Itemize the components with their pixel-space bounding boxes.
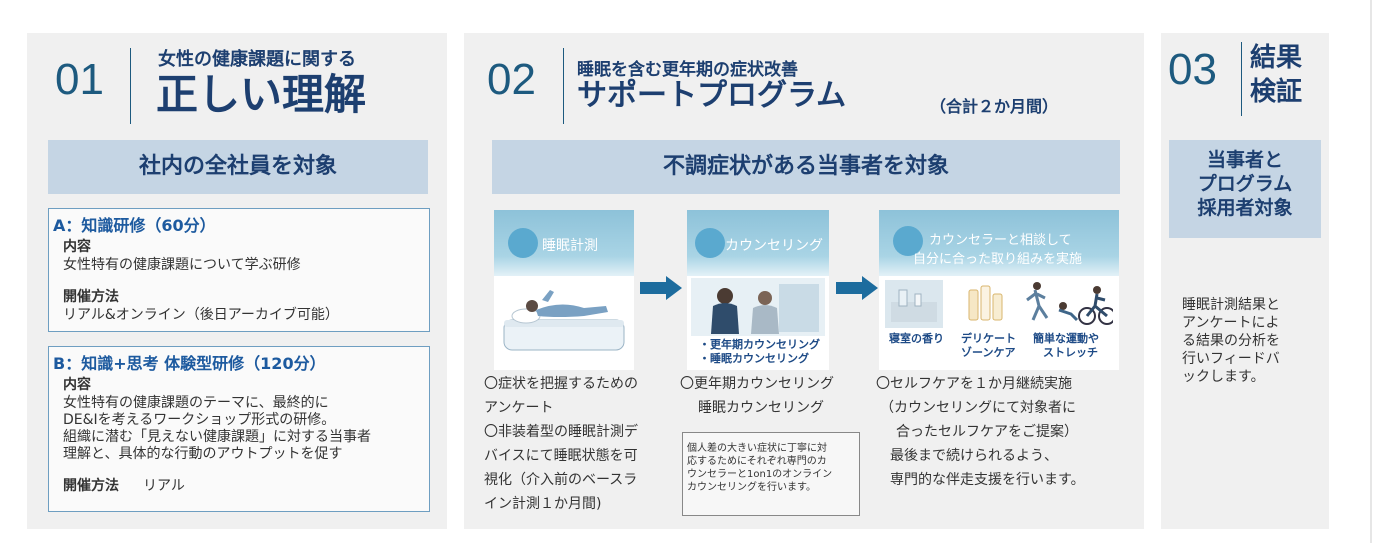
- training-a-heading: A：知識研修（60分）: [53, 216, 216, 235]
- desc-line: 〇セルフケアを１か月継続実施: [876, 376, 1072, 392]
- training-a-content-label: 内容: [63, 239, 91, 255]
- training-b-content-line: DE&Iを考えるワークショップ形式の研修。: [63, 412, 336, 428]
- section-01-number: 01: [55, 55, 104, 104]
- delicate-care-label: デリケート: [961, 332, 1016, 345]
- section-03-title-line: 検証: [1250, 77, 1303, 107]
- section-02-target-band: 不調症状がある当事者を対象: [492, 140, 1120, 194]
- note-line: 応するためにそれぞれ専門のカ: [687, 456, 827, 467]
- desc-line: イン計測１か月間): [484, 496, 602, 512]
- self-care-circle-icon: [893, 226, 923, 256]
- training-b-content-label: 内容: [63, 377, 91, 393]
- desc-line: 合ったセルフケアをご提案）: [896, 424, 1078, 440]
- desc-line: 最後まで続けられるよう、: [890, 448, 1058, 464]
- self-care-desc: 〇セルフケアを１か月継続実施 （カウンセリングにて対象者に 合ったセルフケアをご…: [876, 372, 1126, 492]
- desc-line: アンケート: [484, 400, 554, 416]
- counseling-note-box: 個人差の大きい症状に丁寧に対 応するためにそれぞれ専門のカ ウンセラーと1on1…: [682, 432, 860, 516]
- desc-line: （カウンセリングにて対象者に: [880, 400, 1076, 416]
- exercise-label: 簡単な運動や: [1033, 332, 1099, 345]
- section-02-title: サポートプログラム: [577, 78, 847, 113]
- desc-line: アンケートによ: [1182, 315, 1280, 331]
- training-b-method-label: 開催方法: [63, 478, 119, 494]
- scrollbar-track[interactable]: [1370, 0, 1372, 543]
- note-line: ウンセラーと1on1のオンライン: [687, 469, 833, 480]
- delicate-zone-care-illustration: [968, 285, 1003, 321]
- counseling-circle-icon: [695, 228, 725, 258]
- band-line: 採用者対象: [1197, 197, 1293, 219]
- section-03-panel: [1161, 33, 1329, 529]
- desc-line: バイスにて睡眠状態を可: [484, 448, 638, 464]
- training-b-box: B：知識+思考 体験型研修（120分） 内容 女性特有の健康課題のテーマに、最終…: [48, 346, 430, 512]
- section-02-number: 02: [487, 55, 536, 104]
- band-line: 当事者と: [1206, 149, 1283, 171]
- band-line: プログラム: [1197, 173, 1293, 195]
- training-b-method-text: リアル: [143, 478, 185, 494]
- bedroom-aroma-illustration: [885, 280, 943, 328]
- section-03-number: 03: [1168, 45, 1217, 94]
- counseling-card: カウンセリング ・更年期カウンセリング ・睡眠カウンセリング: [687, 210, 829, 370]
- self-care-title-line: カウンセラーと相談して: [929, 233, 1072, 248]
- desc-line: 視化（介入前のベースラ: [484, 472, 638, 488]
- desc-line: ックします。: [1182, 369, 1265, 385]
- sleeping-person-illustration: [503, 290, 625, 351]
- counseling-caption: ・更年期カウンセリング: [699, 338, 820, 351]
- exercise-stretch-illustration: [1026, 282, 1113, 325]
- section-01-divider: [130, 48, 131, 124]
- desc-line: 行いフィードバ: [1182, 351, 1280, 367]
- training-a-box: A：知識研修（60分） 内容 女性特有の健康課題について学ぶ研修 開催方法 リア…: [48, 208, 430, 332]
- training-b-heading: B：知識+思考 体験型研修（120分）: [53, 354, 326, 373]
- training-a-method-label: 開催方法: [63, 289, 119, 305]
- note-line: カウンセリングを行います。: [687, 482, 816, 493]
- training-b-content-line: 女性特有の健康課題のテーマに、最終的に: [63, 395, 329, 411]
- sleep-measurement-card: 睡眠計測: [494, 210, 634, 370]
- delicate-care-label: ゾーンケア: [961, 346, 1016, 359]
- note-line: 個人差の大きい症状に丁寧に対: [687, 443, 827, 454]
- section-02-duration: （合計２か月間）: [930, 97, 1059, 116]
- training-b-content-line: 組織に潜む「見えない健康課題」に対する当事者: [63, 429, 371, 445]
- desc-line: 〇更年期カウンセリング: [680, 376, 834, 392]
- desc-line: 睡眠カウンセリング: [698, 400, 824, 416]
- counseling-title: カウンセリング: [725, 238, 823, 254]
- desc-line: る結果の分析を: [1182, 333, 1280, 349]
- sleep-measurement-desc: 〇症状を把握するための アンケート 〇非装着型の睡眠計測デ バイスにて睡眠状態を…: [484, 372, 654, 516]
- desc-line: 睡眠計測結果と: [1182, 297, 1280, 313]
- self-care-title-line: 自分に合った取り組みを実施: [913, 252, 1083, 267]
- arrow-right-icon: [836, 276, 878, 300]
- desc-line: 専門的な伴走支援を行います。: [890, 472, 1085, 488]
- section-03-title-line: 結果: [1250, 43, 1303, 73]
- exercise-label: ストレッチ: [1043, 346, 1098, 359]
- section-03-target-band: 当事者と プログラム 採用者対象: [1169, 140, 1321, 238]
- training-a-content-text: 女性特有の健康課題について学ぶ研修: [63, 257, 301, 273]
- training-a-method-text: リアル&オンライン（後日アーカイブ可能）: [63, 307, 339, 323]
- arrow-right-icon: [640, 276, 682, 300]
- section-01-target-band: 社内の全社員を対象: [48, 140, 428, 194]
- section-01-title: 正しい理解: [156, 70, 367, 119]
- section-01-subtitle: 女性の健康課題に関する: [158, 49, 356, 70]
- desc-line: 〇非装着型の睡眠計測デ: [484, 424, 638, 440]
- counseling-caption: ・睡眠カウンセリング: [699, 352, 809, 365]
- section-02-divider: [563, 48, 564, 124]
- section-03-divider: [1241, 42, 1242, 116]
- sleep-measurement-title: 睡眠計測: [542, 238, 598, 254]
- training-b-content-line: 理解と、具体的な行動のアウトプットを促す: [63, 446, 343, 462]
- section-03-desc: 睡眠計測結果と アンケートによ る結果の分析を 行いフィードバ ックします。: [1182, 296, 1280, 386]
- section-02-subtitle: 睡眠を含む更年期の症状改善: [577, 60, 798, 80]
- counseling-desc: 〇更年期カウンセリング 睡眠カウンセリング: [680, 372, 860, 420]
- self-care-card: カウンセラーと相談して 自分に合った取り組みを実施 寝室の香り デリケート ゾー…: [879, 210, 1119, 370]
- desc-line: 〇症状を把握するための: [484, 376, 638, 392]
- aroma-label: 寝室の香り: [889, 332, 944, 345]
- counseling-illustration: [691, 278, 825, 336]
- sleep-measurement-circle-icon: [508, 228, 538, 258]
